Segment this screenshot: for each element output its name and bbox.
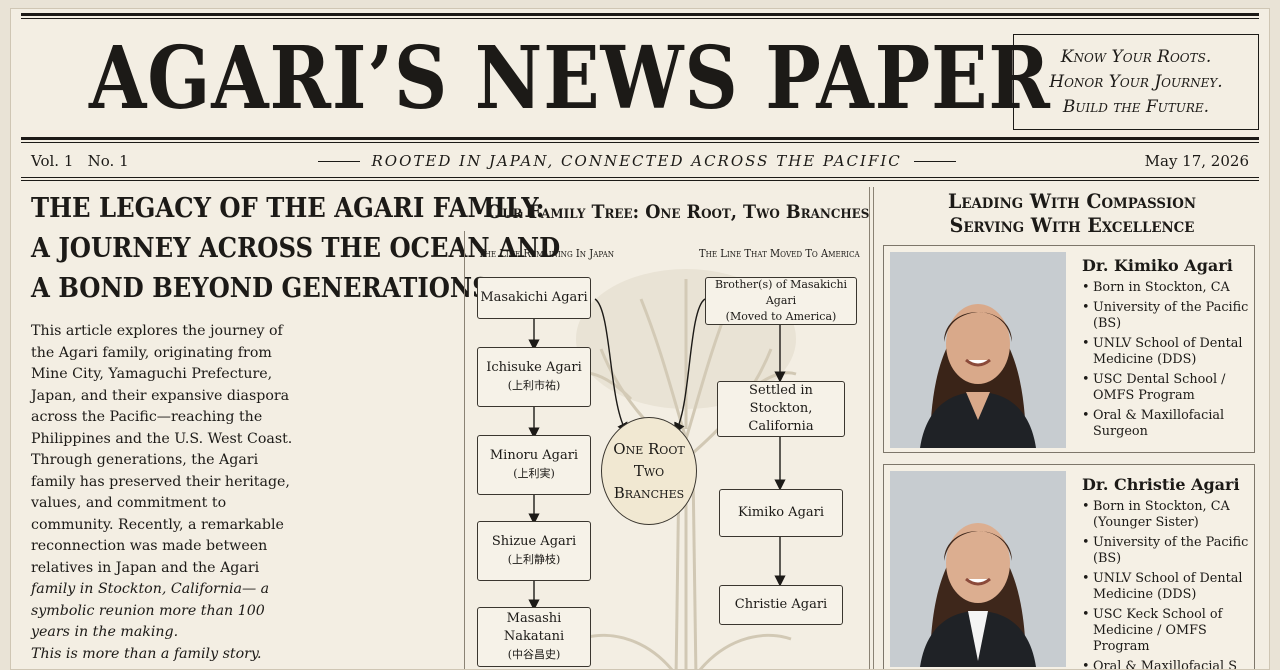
tree-node-america: Settled in Stockton, California	[717, 381, 845, 437]
profile-point: University of the Pacific (BS)	[1082, 535, 1252, 567]
tree-node-japan: Shizue Agari (上利静枝)	[477, 521, 591, 581]
portrait-photo	[890, 252, 1066, 448]
divider	[317, 160, 360, 162]
article-body-closing: This is more than a family story.	[31, 645, 262, 662]
tree-node-name: Masashi Nakatani	[503, 611, 565, 644]
japan-line-heading: The Line Remaining In Japan	[478, 247, 615, 260]
motto-line: Honor Your Journey.	[1049, 71, 1223, 92]
tree-node-name: Settled in	[749, 383, 813, 398]
tree-node-kanji: (上利静枝)	[507, 553, 561, 566]
masthead-rule	[21, 137, 1259, 140]
tree-node-kanji: (上利市祐)	[507, 379, 561, 392]
newspaper-page: AGARI’S NEWS PAPER Know Your Roots. Hono…	[10, 8, 1270, 670]
portrait-illustration	[890, 252, 1066, 448]
portrait-illustration	[890, 471, 1066, 667]
tree-node-america: Brother(s) of Masakichi Agari (Moved to …	[705, 277, 857, 325]
tree-node-name: Ichisuke Agari	[486, 360, 582, 375]
tree-node-name: Kimiko Agari	[737, 505, 825, 520]
profile-point: USC Keck School of Medicine / OMFS Progr…	[1082, 607, 1252, 655]
issue-date: May 17, 2026	[1144, 152, 1249, 170]
tree-node-name: Brother(s) of Masakichi Agari	[714, 278, 848, 307]
profile-point: UNLV School of Dental Medicine (DDS)	[1082, 571, 1252, 603]
profile-point: Born in Stockton, CA	[1082, 280, 1252, 296]
dateline: Vol. 1 No. 1 ROOTED IN JAPAN, CONNECTED …	[31, 147, 1249, 175]
column-divider	[873, 187, 874, 669]
article-body-text: This article explores the journey of the…	[31, 323, 293, 576]
headline-line: THE LEGACY OF THE AGARI FAMILY:	[31, 193, 545, 224]
masthead-title: AGARI’S NEWS PAPER	[89, 28, 1051, 129]
article-body-italic: family in Stockton, California— a symbol…	[31, 581, 270, 640]
column-divider	[464, 231, 465, 669]
tree-node-america: Kimiko Agari	[719, 489, 843, 537]
profile-info: Dr. Christie Agari Born in Stockton, CA …	[1082, 473, 1252, 669]
profile-point: USC Dental School / OMFS Program	[1082, 372, 1252, 404]
profile-points: Born in Stockton, CA (Younger Sister) Un…	[1082, 499, 1252, 669]
motto-line: Know Your Roots.	[1060, 46, 1212, 67]
profile-card: Dr. Kimiko Agari Born in Stockton, CA Un…	[883, 245, 1255, 453]
volume-number: Vol. 1 No. 1	[31, 152, 129, 170]
profile-card: Dr. Christie Agari Born in Stockton, CA …	[883, 464, 1255, 669]
profiles-heading-line: Serving With Excellence	[949, 213, 1195, 237]
tree-node-name: Masakichi Agari	[480, 290, 588, 305]
dateline-tagline-wrap: ROOTED IN JAPAN, CONNECTED ACROSS THE PA…	[317, 152, 956, 170]
profile-info: Dr. Kimiko Agari Born in Stockton, CA Un…	[1082, 254, 1252, 444]
masthead-top-rule-thin	[21, 18, 1259, 19]
tree-node-name: Shizue Agari	[491, 534, 577, 549]
tree-node-kanji: (中谷昌史)	[507, 648, 561, 661]
masthead-top-rule	[21, 13, 1259, 16]
america-line-heading: The Line That Moved To America	[699, 247, 860, 260]
profile-point: University of the Pacific (BS)	[1082, 300, 1252, 332]
profiles-heading: Leading With Compassion Serving With Exc…	[892, 189, 1251, 237]
dateline-rule	[21, 177, 1259, 178]
profile-point: Born in Stockton, CA (Younger Sister)	[1082, 499, 1252, 531]
badge-line: Two	[633, 462, 665, 480]
tree-node-japan: Ichisuke Agari (上利市祐)	[477, 347, 591, 407]
tree-node-japan: Masashi Nakatani (中谷昌史)	[477, 607, 591, 667]
dateline-rule-thin	[21, 180, 1259, 181]
motto-box: Know Your Roots. Honor Your Journey. Bui…	[1013, 34, 1259, 130]
tree-node-sub: (Moved to America)	[725, 310, 837, 323]
profile-name: Dr. Christie Agari	[1082, 475, 1240, 494]
profile-name: Dr. Kimiko Agari	[1082, 256, 1233, 275]
portrait-photo	[890, 471, 1066, 667]
tree-node-kanji: (上利実)	[513, 467, 555, 480]
tree-node-name: Minoru Agari	[489, 448, 579, 463]
one-root-badge: One Root Two Branches	[601, 417, 697, 525]
headline-line: A JOURNEY ACROSS THE OCEAN AND	[31, 233, 561, 264]
tree-node-name: Christie Agari	[734, 597, 828, 612]
tree-node-sub: Stockton, California	[748, 401, 814, 434]
masthead-rule-thin	[21, 142, 1259, 143]
profile-points: Born in Stockton, CA University of the P…	[1082, 280, 1252, 440]
badge-line: One Root	[613, 440, 685, 458]
tree-node-japan: Masakichi Agari	[477, 277, 591, 319]
tree-node-japan: Minoru Agari (上利実)	[477, 435, 591, 495]
profile-point: Oral & Maxillofacial S	[1082, 659, 1252, 669]
article-headline: THE LEGACY OF THE AGARI FAMILY: A JOURNE…	[31, 189, 561, 309]
family-tree-title: Our Family Tree: One Root, Two Branches	[487, 201, 870, 223]
tree-node-america: Christie Agari	[719, 585, 843, 625]
profile-point: UNLV School of Dental Medicine (DDS)	[1082, 336, 1252, 368]
profiles-heading-line: Leading With Compassion	[947, 189, 1197, 213]
column-divider	[869, 187, 870, 669]
badge-line: Branches	[613, 484, 685, 502]
motto-line: Build the Future.	[1062, 96, 1210, 117]
profile-point: Oral & Maxillofacial Surgeon	[1082, 408, 1252, 440]
article-body: This article explores the journey of the…	[31, 321, 301, 665]
divider	[913, 160, 956, 162]
headline-line: A BOND BEYOND GENERATIONS	[31, 273, 490, 304]
dateline-tagline: ROOTED IN JAPAN, CONNECTED ACROSS THE PA…	[371, 152, 902, 170]
